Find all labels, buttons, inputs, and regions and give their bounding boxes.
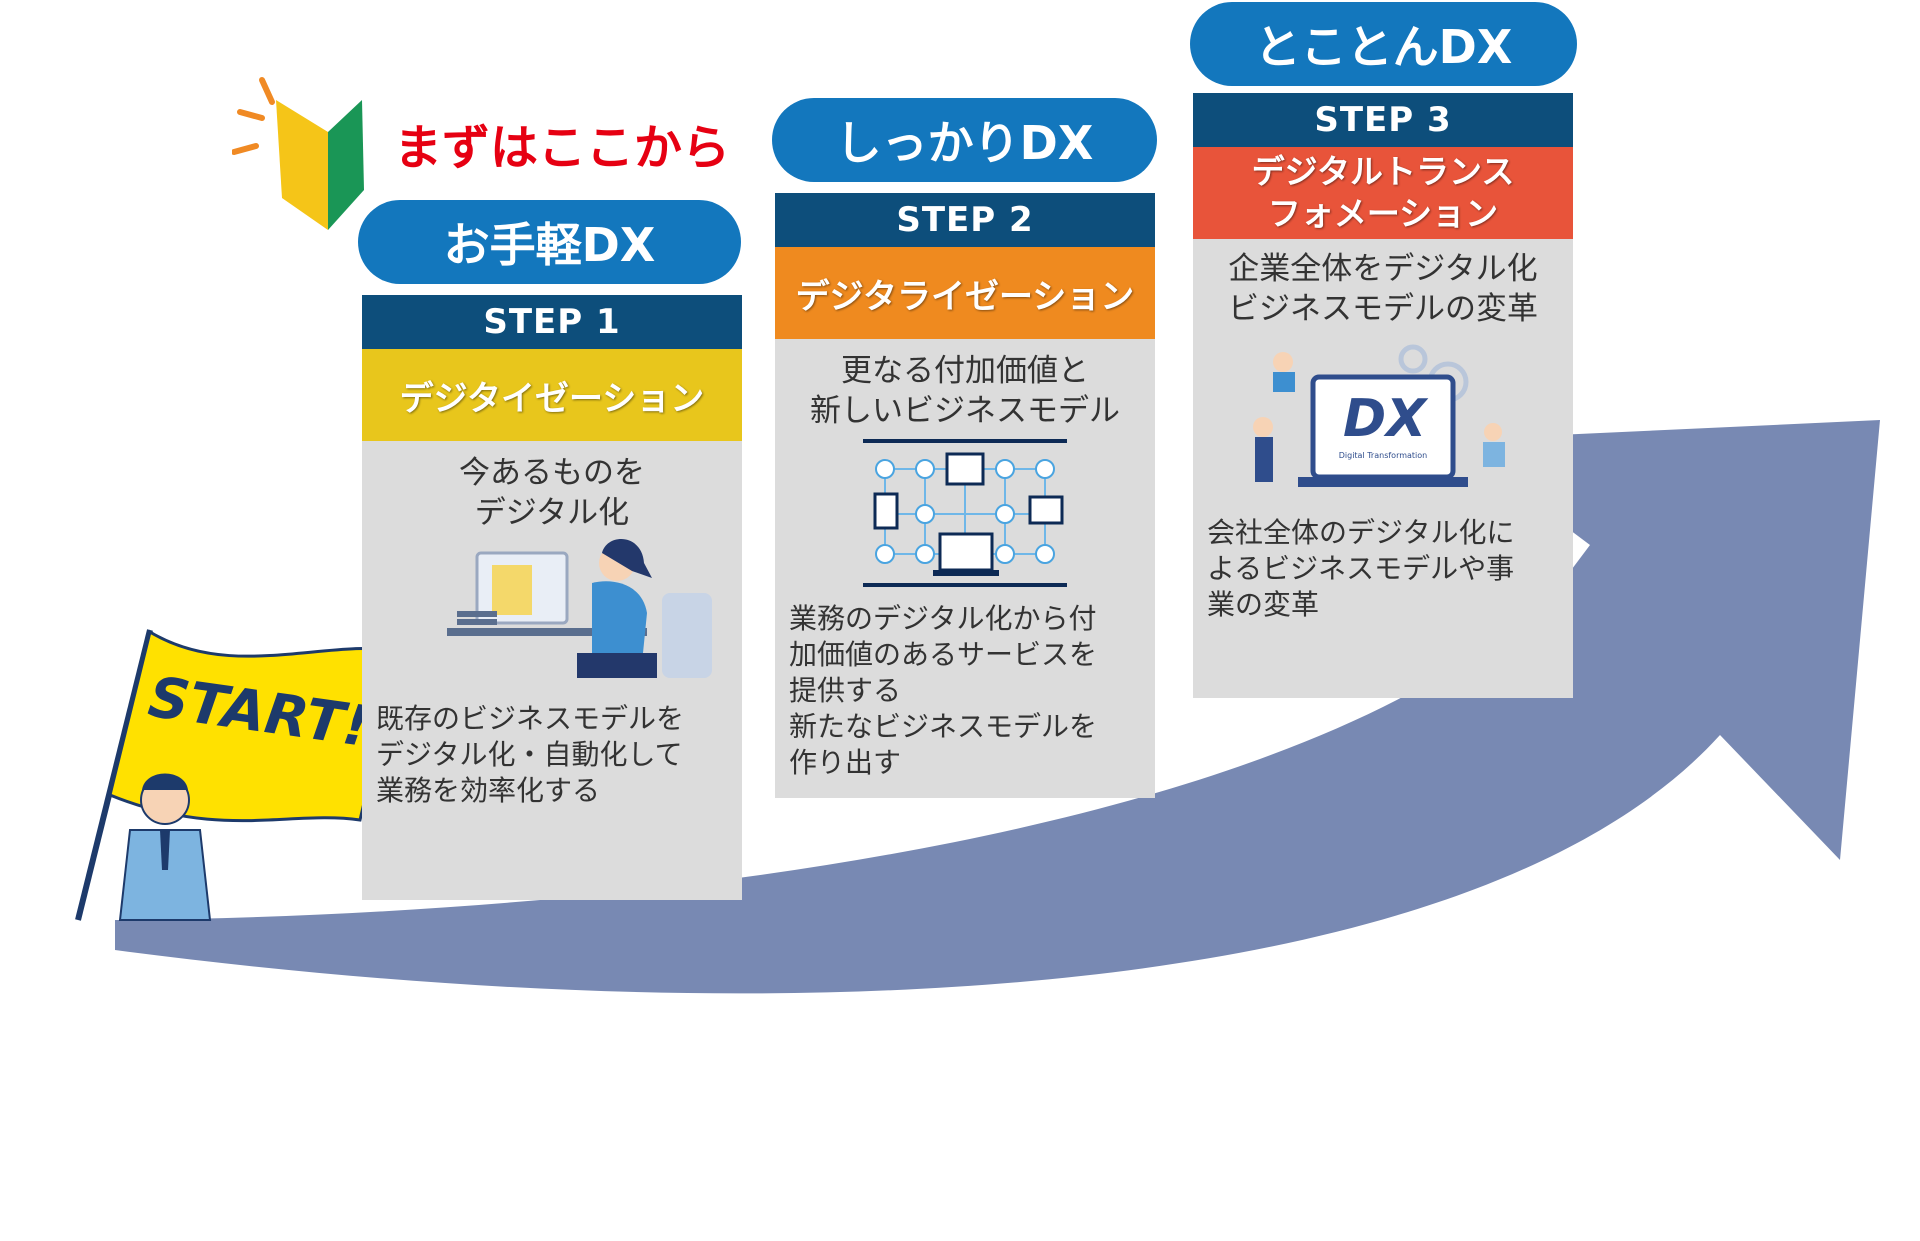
office-worker-illustration xyxy=(362,533,742,693)
step-card-3: STEP 3 デジタルトランス フォメーション 企業全体をデジタル化 ビジネスモ… xyxy=(1193,93,1573,698)
step-label-1: STEP 1 xyxy=(362,295,742,349)
dx-laptop-illustration: DX Digital Transformation xyxy=(1193,337,1573,507)
desc-text-1: 既存のビジネスモデルを デジタル化・自動化して 業務を効率化する xyxy=(376,702,685,807)
beginner-mark-icon xyxy=(231,60,382,230)
growth-arrow-body xyxy=(115,420,1880,994)
step-label-2: STEP 2 xyxy=(775,193,1155,247)
desc-text-3: 会社全体のデジタル化に よるビジネスモデルや事 業の変革 xyxy=(1207,516,1515,621)
step-card-1: STEP 1 デジタイゼーション 今あるものを デジタル化 既存のビジネスモデル… xyxy=(362,295,742,900)
tier-pill-1: お手軽DX xyxy=(358,200,741,284)
start-flag: START! xyxy=(60,620,420,930)
dx-logo-subtext: Digital Transformation xyxy=(1338,451,1428,460)
phase-label-2: デジタライゼーション xyxy=(775,247,1155,339)
phase-label-3: デジタルトランス フォメーション xyxy=(1193,147,1573,239)
dx-logo-text: DX xyxy=(1343,389,1427,449)
tier-pill-3: とことんDX xyxy=(1190,2,1577,86)
lead-text-2: 更なる付加価値と 新しいビジネスモデル xyxy=(810,353,1120,429)
beginner-label: まずはここから xyxy=(394,120,731,176)
lead-text-1: 今あるものを デジタル化 xyxy=(459,455,645,531)
tier-pill-2: しっかりDX xyxy=(772,98,1157,182)
lead-text-3: 企業全体をデジタル化 ビジネスモデルの変革 xyxy=(1228,251,1538,327)
network-illustration xyxy=(775,439,1155,589)
step-label-3: STEP 3 xyxy=(1193,93,1573,147)
phase-label-1: デジタイゼーション xyxy=(362,349,742,441)
step-card-2: STEP 2 デジタライゼーション 更なる付加価値と 新しいビジネスモデル 業務… xyxy=(775,193,1155,798)
desc-text-2: 業務のデジタル化から付 加価値のあるサービスを 提供する 新たなビジネスモデルを… xyxy=(789,602,1098,779)
